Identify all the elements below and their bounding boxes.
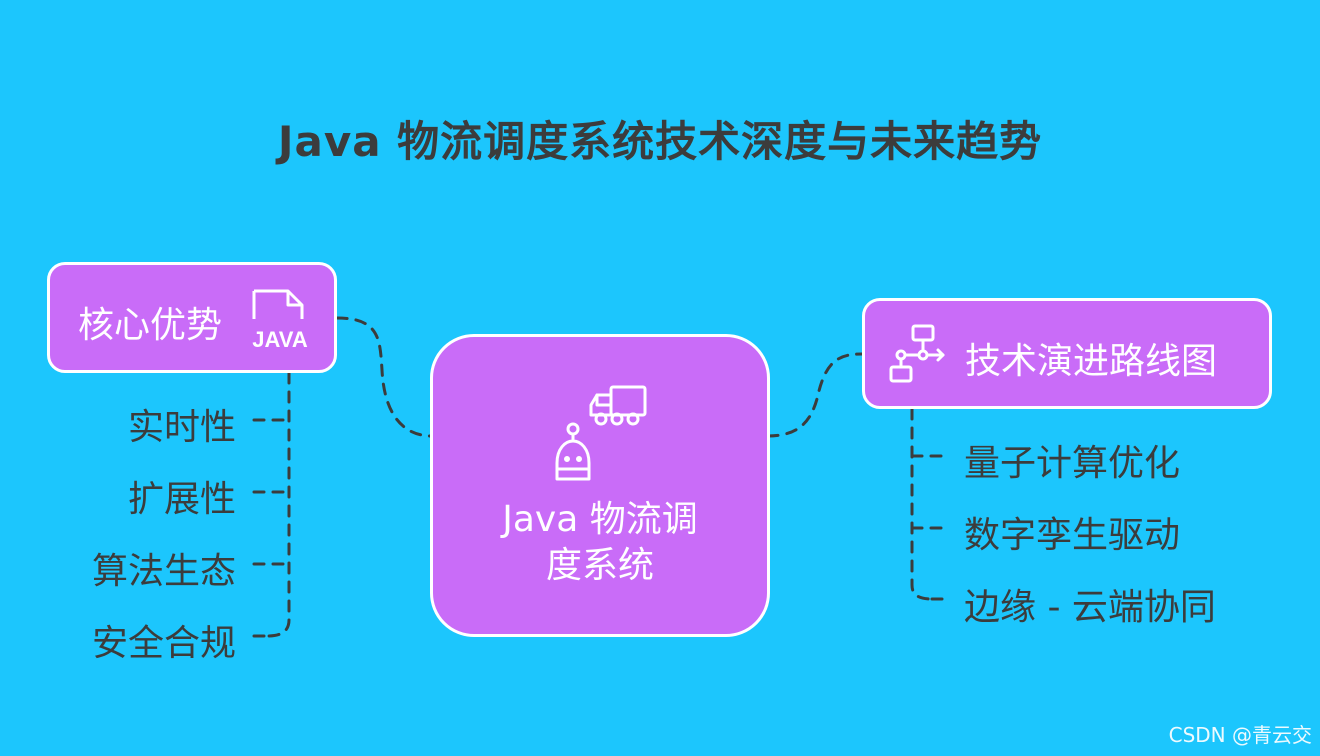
connector-center-right: [766, 352, 864, 438]
leaf-digital-twin[interactable]: 数字孪生驱动: [964, 515, 1181, 556]
node-tech-roadmap[interactable]: 技术演进路线图: [862, 298, 1272, 409]
leaf-realtime[interactable]: 实时性: [127, 407, 236, 448]
java-icon-text: JAVA: [252, 327, 308, 351]
leaf-quantum-optimization[interactable]: 量子计算优化: [964, 443, 1181, 484]
connector-left-center: [335, 316, 434, 438]
node-center-label: Java 物流调 度系统: [433, 497, 767, 589]
robot-truck-icon: [555, 385, 647, 481]
leaf-edge-cloud[interactable]: 边缘 - 云端协同: [964, 587, 1216, 628]
right-trunk: [910, 407, 934, 601]
leaf-algorithm-ecosystem[interactable]: 算法生态: [91, 551, 236, 592]
left-trunk: [266, 371, 291, 638]
java-file-icon: JAVA: [252, 289, 308, 351]
flowchart-icon: [889, 324, 945, 383]
page-title: Java 物流调度系统技术深度与未来趋势: [277, 117, 1043, 166]
node-tech-roadmap-label: 技术演进路线图: [965, 341, 1218, 382]
node-center-label-line1: Java 物流调: [502, 499, 698, 540]
leaf-security-compliance[interactable]: 安全合规: [91, 623, 236, 664]
node-core-advantages[interactable]: 核心优势 JAVA: [47, 262, 337, 373]
node-center-label-line2: 度系统: [545, 545, 654, 586]
node-center-system[interactable]: Java 物流调 度系统: [430, 334, 770, 637]
node-core-advantages-label: 核心优势: [78, 305, 223, 346]
watermark: CSDN @青云交: [1168, 723, 1312, 747]
leaf-scalability[interactable]: 扩展性: [127, 479, 236, 520]
